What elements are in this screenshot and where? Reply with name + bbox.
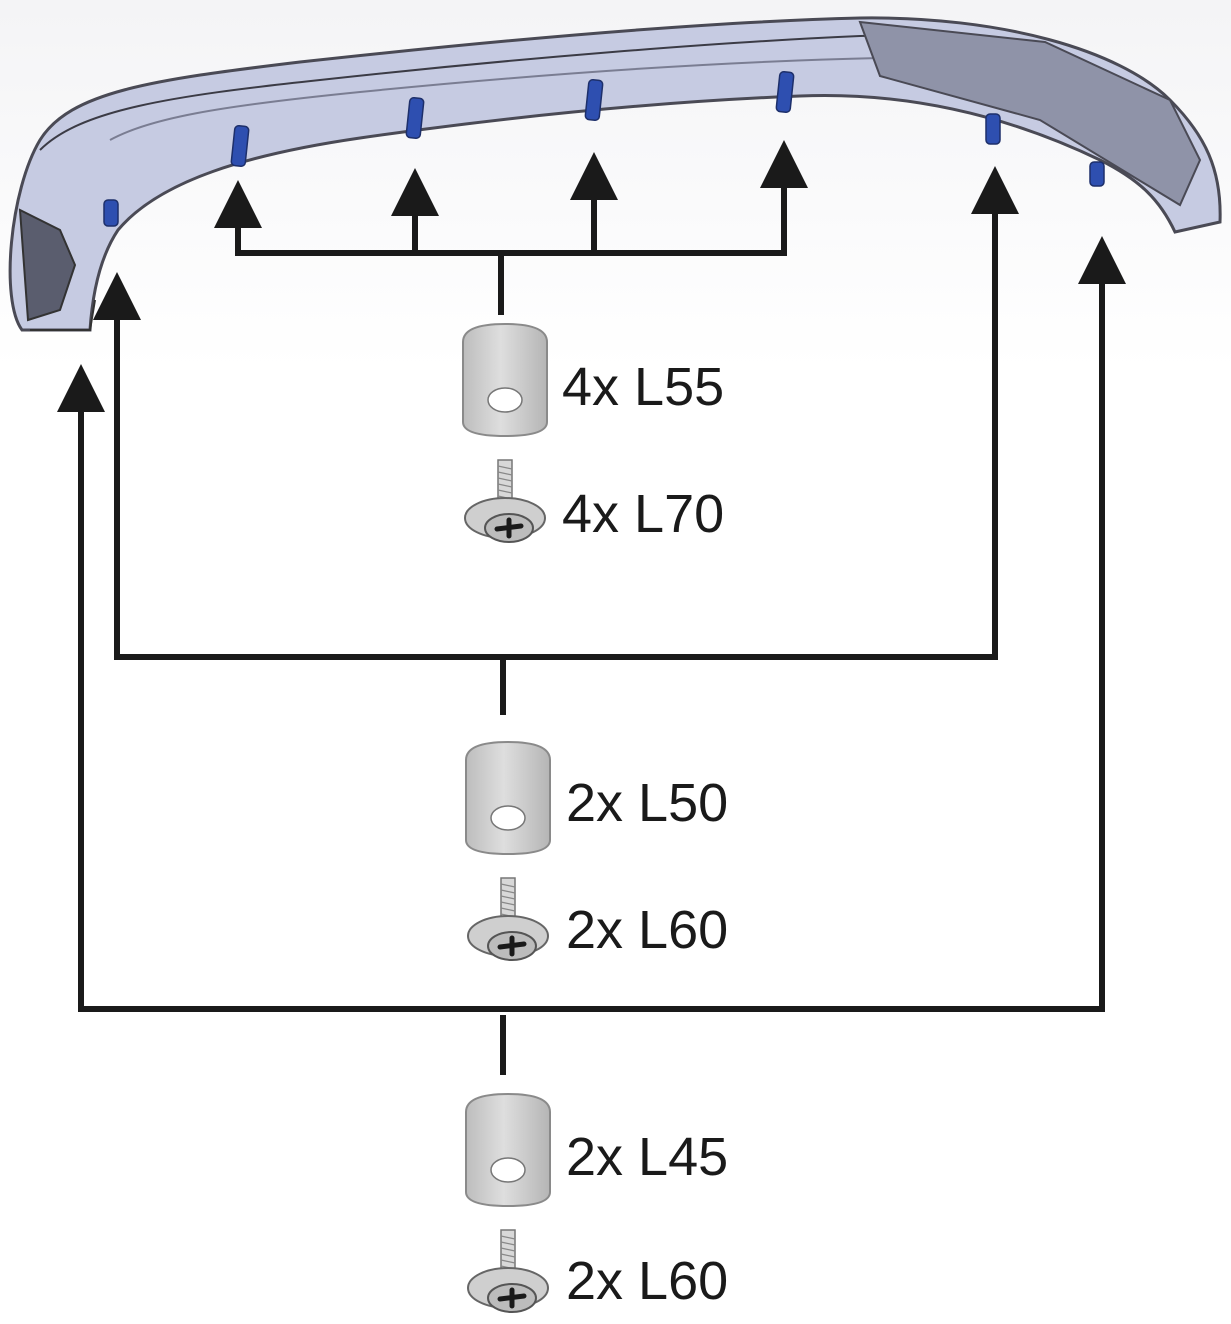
group-1-spacer-label: 4x L55	[562, 357, 725, 417]
connector-group-1	[235, 176, 787, 315]
screw-icon	[468, 878, 548, 960]
connector-group-3	[78, 276, 1105, 1075]
screw-icon	[468, 1230, 548, 1312]
group-3-screw-label: 2x L60	[566, 1251, 729, 1311]
arrow-up-icon	[760, 140, 808, 188]
group-2-spacer-label: 2x L50	[566, 773, 729, 833]
arrow-up-icon	[391, 168, 439, 216]
arrow-up-icon	[1078, 236, 1126, 284]
group-3-spacer-label: 2x L45	[566, 1127, 729, 1187]
spacer-icon	[462, 323, 548, 437]
spacer-icon	[465, 741, 551, 855]
arrow-up-icon	[93, 272, 141, 320]
arrow-up-icon	[57, 364, 105, 412]
spoiler-part	[8, 16, 1222, 332]
screw-icon	[465, 460, 545, 542]
connector-group-2	[114, 205, 998, 715]
group-2-screw-label: 2x L60	[566, 900, 729, 960]
arrow-up-icon	[570, 152, 618, 200]
arrow-heads	[57, 140, 1126, 412]
connector-lines	[78, 176, 1105, 1075]
arrow-up-icon	[971, 166, 1019, 214]
spacer-icon	[465, 1093, 551, 1207]
stud-pins	[103, 71, 1105, 227]
group-1-screw-label: 4x L70	[562, 484, 725, 544]
arrow-up-icon	[214, 180, 262, 228]
